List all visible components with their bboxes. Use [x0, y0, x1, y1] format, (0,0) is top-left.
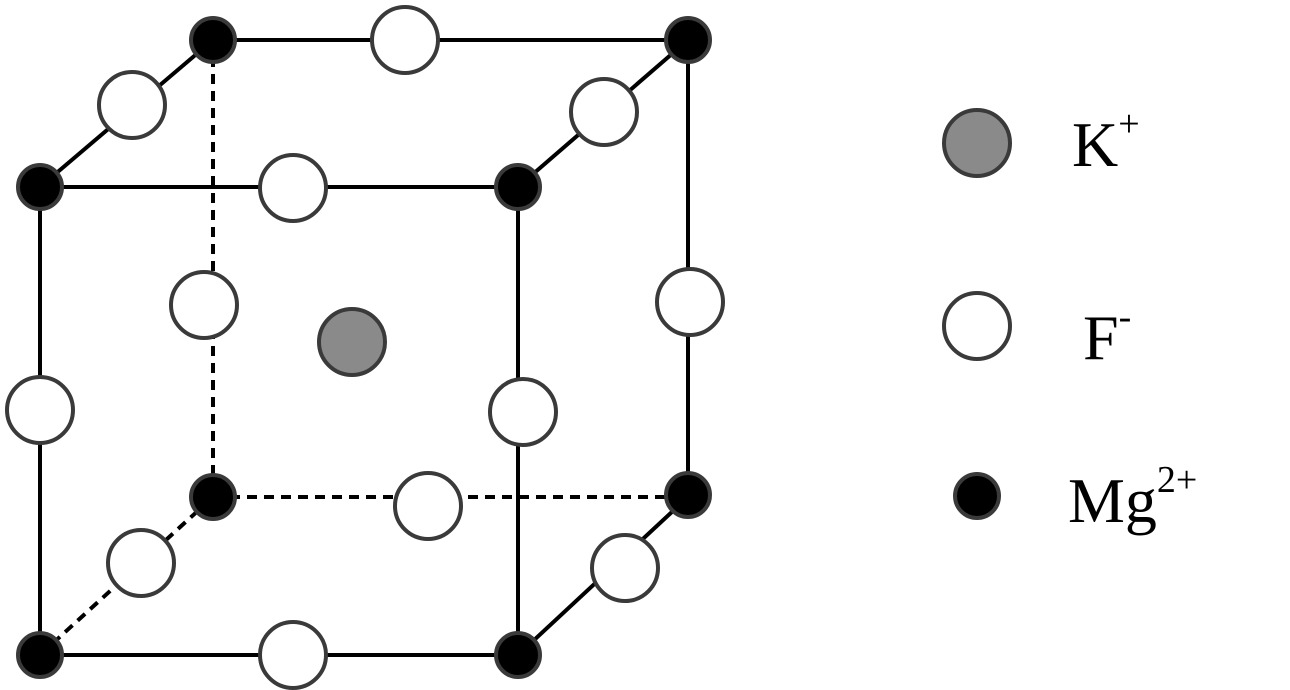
legend-k-marker — [942, 108, 1012, 178]
hidden-edges — [38, 40, 688, 657]
f-ion — [97, 70, 167, 140]
magnesium-ions — [16, 16, 712, 679]
mg-ion — [494, 631, 542, 679]
legend-mg-charge: 2+ — [1157, 459, 1197, 501]
legend-f-marker — [942, 291, 1012, 361]
f-ion — [370, 5, 440, 75]
legend-f-symbol: F — [1083, 302, 1119, 373]
f-ion — [258, 620, 328, 690]
f-ion — [258, 153, 328, 223]
f-ion — [5, 375, 75, 445]
legend-k-charge: + — [1118, 103, 1139, 145]
legend-k-label: K+ — [1072, 103, 1140, 180]
legend-item-mg: Mg2+ — [953, 459, 1197, 536]
legend-item-k: K+ — [942, 103, 1140, 180]
mg-ion — [664, 16, 712, 64]
f-ion — [169, 270, 239, 340]
edge-bottom-left-depth — [38, 495, 215, 657]
legend-f-charge: - — [1119, 296, 1132, 338]
f-ion — [393, 471, 463, 541]
legend-f-label: F- — [1083, 296, 1131, 373]
f-ion — [488, 377, 558, 447]
f-ion — [106, 528, 176, 598]
legend-mg-marker — [953, 472, 1001, 520]
f-ion — [569, 77, 639, 147]
legend-item-f: F- — [942, 291, 1131, 373]
f-ion — [590, 533, 660, 603]
k-ion — [317, 307, 387, 377]
potassium-ions — [317, 307, 387, 377]
mg-ion — [189, 16, 237, 64]
legend: K+ F- Mg2+ — [942, 103, 1197, 536]
fluoride-ions — [5, 5, 725, 690]
f-ion — [655, 267, 725, 337]
legend-k-symbol: K — [1072, 109, 1118, 180]
mg-ion — [494, 163, 542, 211]
mg-ion — [16, 163, 64, 211]
legend-mg-label: Mg2+ — [1068, 459, 1197, 536]
mg-ion — [664, 471, 712, 519]
mg-ion — [189, 473, 237, 521]
mg-ion — [16, 631, 64, 679]
legend-mg-symbol: Mg — [1068, 465, 1157, 536]
